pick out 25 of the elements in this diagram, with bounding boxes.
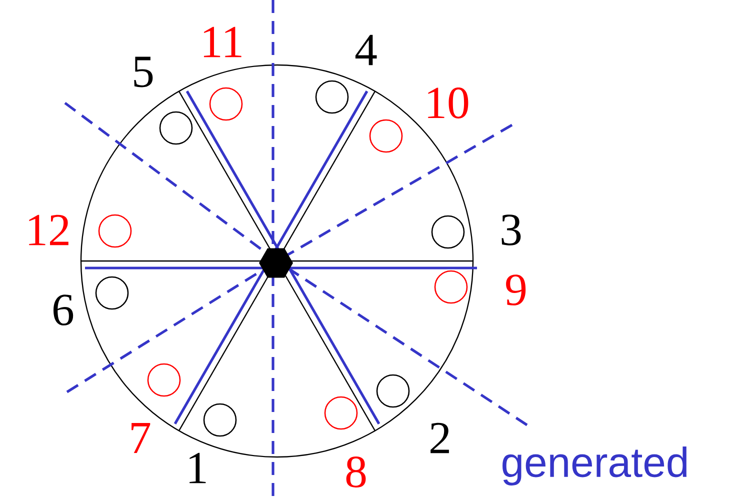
number-label: 4	[355, 34, 377, 66]
number-label: 8	[346, 456, 366, 488]
caption-text: generated	[502, 446, 686, 486]
small-circle	[98, 214, 132, 248]
number-label: 6	[54, 294, 74, 326]
number-label: 1	[190, 452, 206, 484]
small-circle	[324, 396, 358, 430]
number-label: 5	[134, 56, 153, 88]
small-circle	[147, 363, 181, 397]
small-circle	[95, 276, 129, 310]
number-label: 2	[430, 422, 449, 454]
number-label: 12	[29, 214, 68, 246]
small-circle	[369, 119, 403, 153]
small-circle	[431, 215, 465, 249]
small-circle	[434, 270, 468, 304]
number-label: 3	[502, 214, 521, 246]
number-label: 7	[132, 423, 150, 453]
small-circle	[203, 403, 237, 437]
number-label: 11	[204, 26, 242, 58]
small-circle	[209, 87, 243, 121]
number-label: 10	[428, 88, 468, 118]
small-circle	[315, 80, 349, 114]
small-circle	[159, 111, 193, 145]
small-circle	[376, 374, 410, 408]
number-label: 9	[506, 274, 526, 306]
